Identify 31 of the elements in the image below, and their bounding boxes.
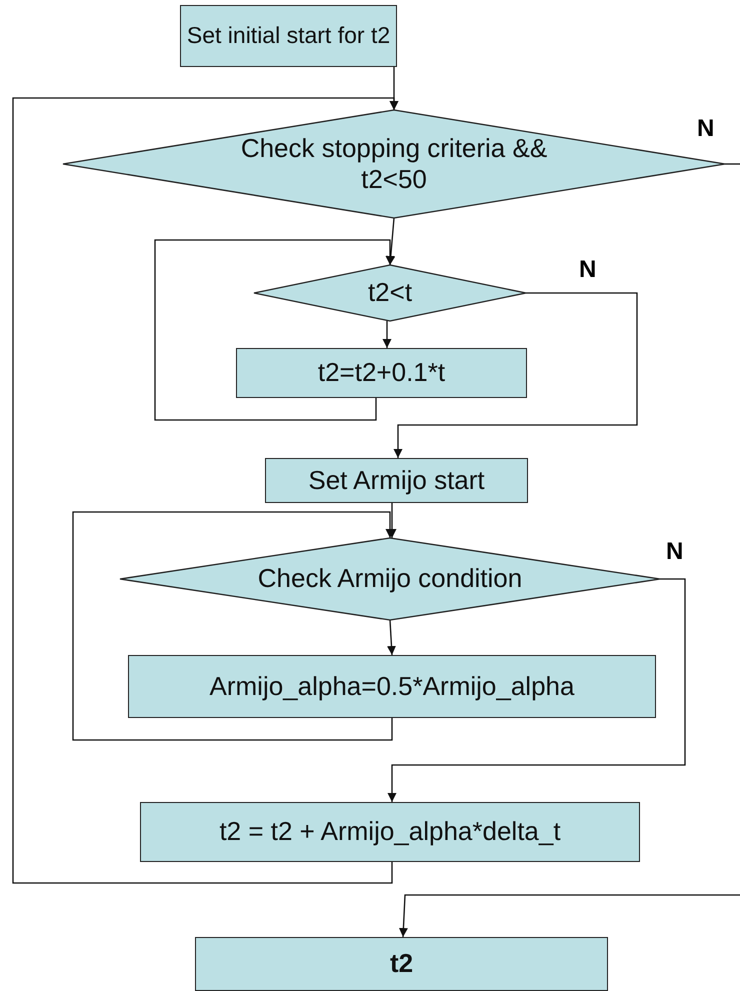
process-box [195, 937, 608, 991]
arrow [387, 620, 396, 656]
arrow [382, 321, 392, 348]
node-text: Check Armijo condition [258, 563, 522, 595]
process-box [236, 348, 527, 398]
node-text: Set initial start for t2 [186, 22, 390, 50]
process-box [265, 458, 528, 503]
decision-diamond [120, 538, 660, 620]
branch-label: N [697, 115, 714, 143]
branch-label: N [666, 538, 684, 566]
node-text: t2=t2+0.1*t [318, 357, 446, 389]
process-box [128, 655, 656, 718]
process-box [180, 5, 397, 67]
arrow [154, 239, 394, 421]
branch-label: N [579, 256, 596, 284]
node-text: Check stopping criteria && t2<50 [240, 132, 548, 196]
node-text: t2<t [368, 277, 412, 309]
arrow [398, 894, 740, 938]
connector-line [725, 163, 740, 165]
decision-diamond [63, 110, 725, 218]
node-text: t2 [390, 948, 414, 980]
arrow [12, 97, 398, 884]
node-text: t2 = t2 + Armijo_alpha*delta_t [219, 816, 561, 848]
node-text: Armijo_alpha=0.5*Armijo_alpha [210, 670, 574, 702]
node-text: Set Armijo start [308, 464, 485, 496]
arrow [388, 578, 686, 802]
arrow [394, 292, 638, 458]
arrow [72, 511, 394, 741]
process-box [140, 802, 640, 862]
decision-diamond [254, 265, 526, 321]
arrow [386, 218, 396, 266]
